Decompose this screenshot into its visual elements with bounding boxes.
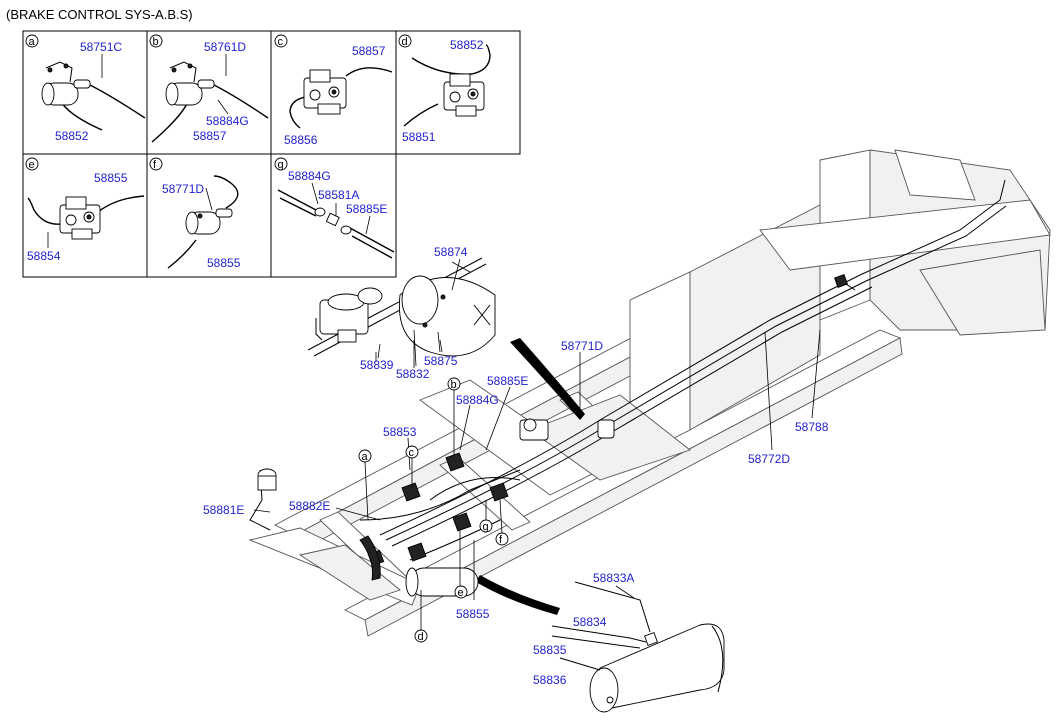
part-number: 58885E bbox=[487, 374, 528, 388]
abs-modulator-valve bbox=[303, 69, 347, 115]
callout-circle bbox=[358, 449, 372, 463]
chassis-frame bbox=[248, 149, 1051, 637]
part-number: 58856 bbox=[284, 133, 318, 147]
part-number: 58881E bbox=[203, 503, 244, 517]
part-number: 58581A bbox=[318, 188, 359, 202]
callout-letter: a bbox=[362, 451, 369, 463]
air-tank-assembly bbox=[307, 257, 496, 368]
detail-box-f: f 58771D 58855 bbox=[149, 157, 241, 270]
part-number: 58854 bbox=[27, 249, 61, 263]
detail-letter-circle bbox=[274, 34, 288, 48]
part-number: 58855 bbox=[456, 607, 490, 621]
detail-box-d: d 58852 58851 bbox=[398, 34, 491, 144]
part-number: 58884G bbox=[288, 169, 331, 183]
detail-box-g: g 58884G 58581A 58885E bbox=[274, 157, 395, 259]
leader-lines bbox=[253, 258, 821, 600]
detail-letter: b bbox=[153, 36, 159, 48]
callout-circle bbox=[414, 629, 428, 643]
detail-letter-circle bbox=[149, 34, 163, 48]
abs-modulator-valve bbox=[443, 73, 485, 117]
pipe-connector bbox=[314, 207, 352, 235]
detail-letter: e bbox=[29, 159, 35, 171]
rear-air-tank bbox=[551, 581, 725, 713]
detail-letter-circle bbox=[25, 34, 39, 48]
air-hose bbox=[510, 338, 585, 420]
part-number: 58839 bbox=[360, 358, 394, 372]
callout-letter: d bbox=[418, 631, 424, 643]
callout-letters: b a c g f e d bbox=[358, 377, 509, 643]
part-number: 58771D bbox=[561, 339, 603, 353]
part-number: 58833A bbox=[593, 571, 634, 585]
part-number: 58882E bbox=[289, 499, 330, 513]
wheel-speed-sensor bbox=[185, 208, 233, 235]
part-number: 58832 bbox=[396, 367, 430, 381]
part-number: 58836 bbox=[533, 673, 567, 687]
callout-circle bbox=[447, 377, 461, 391]
part-number: 58761D bbox=[204, 40, 246, 54]
part-number: 58788 bbox=[795, 420, 829, 434]
detail-letter: d bbox=[402, 36, 408, 48]
detail-letter-circle bbox=[25, 157, 39, 171]
part-number: 58885E bbox=[346, 202, 387, 216]
part-number: 58835 bbox=[533, 643, 567, 657]
part-number: 58851 bbox=[402, 130, 436, 144]
part-number: 58772D bbox=[748, 452, 790, 466]
callout-letter: b bbox=[451, 379, 457, 391]
detail-box-a: a 58751C 58852 bbox=[25, 34, 146, 143]
part-number: 58834 bbox=[573, 615, 607, 629]
part-number: 58884G bbox=[206, 114, 249, 128]
part-number: 58874 bbox=[434, 245, 468, 259]
detail-letter: a bbox=[29, 36, 36, 48]
detail-box-e: e 58855 58854 bbox=[25, 157, 145, 263]
callout-circle bbox=[495, 532, 509, 546]
callout-circle bbox=[405, 445, 419, 459]
detail-letter: c bbox=[278, 36, 284, 48]
detail-letter-circle bbox=[398, 34, 412, 48]
part-number: 58852 bbox=[55, 129, 89, 143]
detail-box-b: b 58761D 58884G 58857 bbox=[149, 34, 269, 143]
main-part-labels: 58874 58839 58832 58875 58771D 58885E 58… bbox=[203, 245, 829, 687]
diagram-title: (BRAKE CONTROL SYS-A.B.S) bbox=[6, 7, 193, 22]
callout-letter: g bbox=[483, 521, 489, 533]
abs-modulator-valve bbox=[59, 196, 101, 240]
detail-letter: f bbox=[153, 159, 157, 171]
part-number: 58857 bbox=[193, 129, 227, 143]
detail-letter: g bbox=[278, 159, 284, 171]
part-number: 58771D bbox=[162, 182, 204, 196]
wheel-speed-sensor bbox=[41, 61, 91, 106]
part-number: 58855 bbox=[94, 171, 128, 185]
part-number: 58855 bbox=[207, 256, 241, 270]
part-number: 58884G bbox=[456, 393, 499, 407]
wheel-speed-sensor bbox=[165, 61, 215, 106]
callout-letter: e bbox=[458, 587, 464, 599]
callout-letter: f bbox=[499, 534, 503, 546]
detail-box-c: c 58857 58856 bbox=[274, 34, 393, 147]
part-number: 58853 bbox=[383, 425, 417, 439]
callout-circle bbox=[454, 585, 468, 599]
detail-box-grid bbox=[22, 30, 521, 278]
chassis-components bbox=[249, 274, 848, 581]
part-number: 58751C bbox=[80, 40, 122, 54]
part-number: 58875 bbox=[424, 354, 458, 368]
air-hose bbox=[476, 575, 560, 615]
detail-letter-circle bbox=[274, 157, 288, 171]
part-number: 58852 bbox=[450, 38, 484, 52]
callout-letter: c bbox=[409, 447, 415, 459]
part-number: 58857 bbox=[352, 44, 386, 58]
callout-circle bbox=[479, 519, 493, 533]
detail-letter-circle bbox=[149, 157, 163, 171]
